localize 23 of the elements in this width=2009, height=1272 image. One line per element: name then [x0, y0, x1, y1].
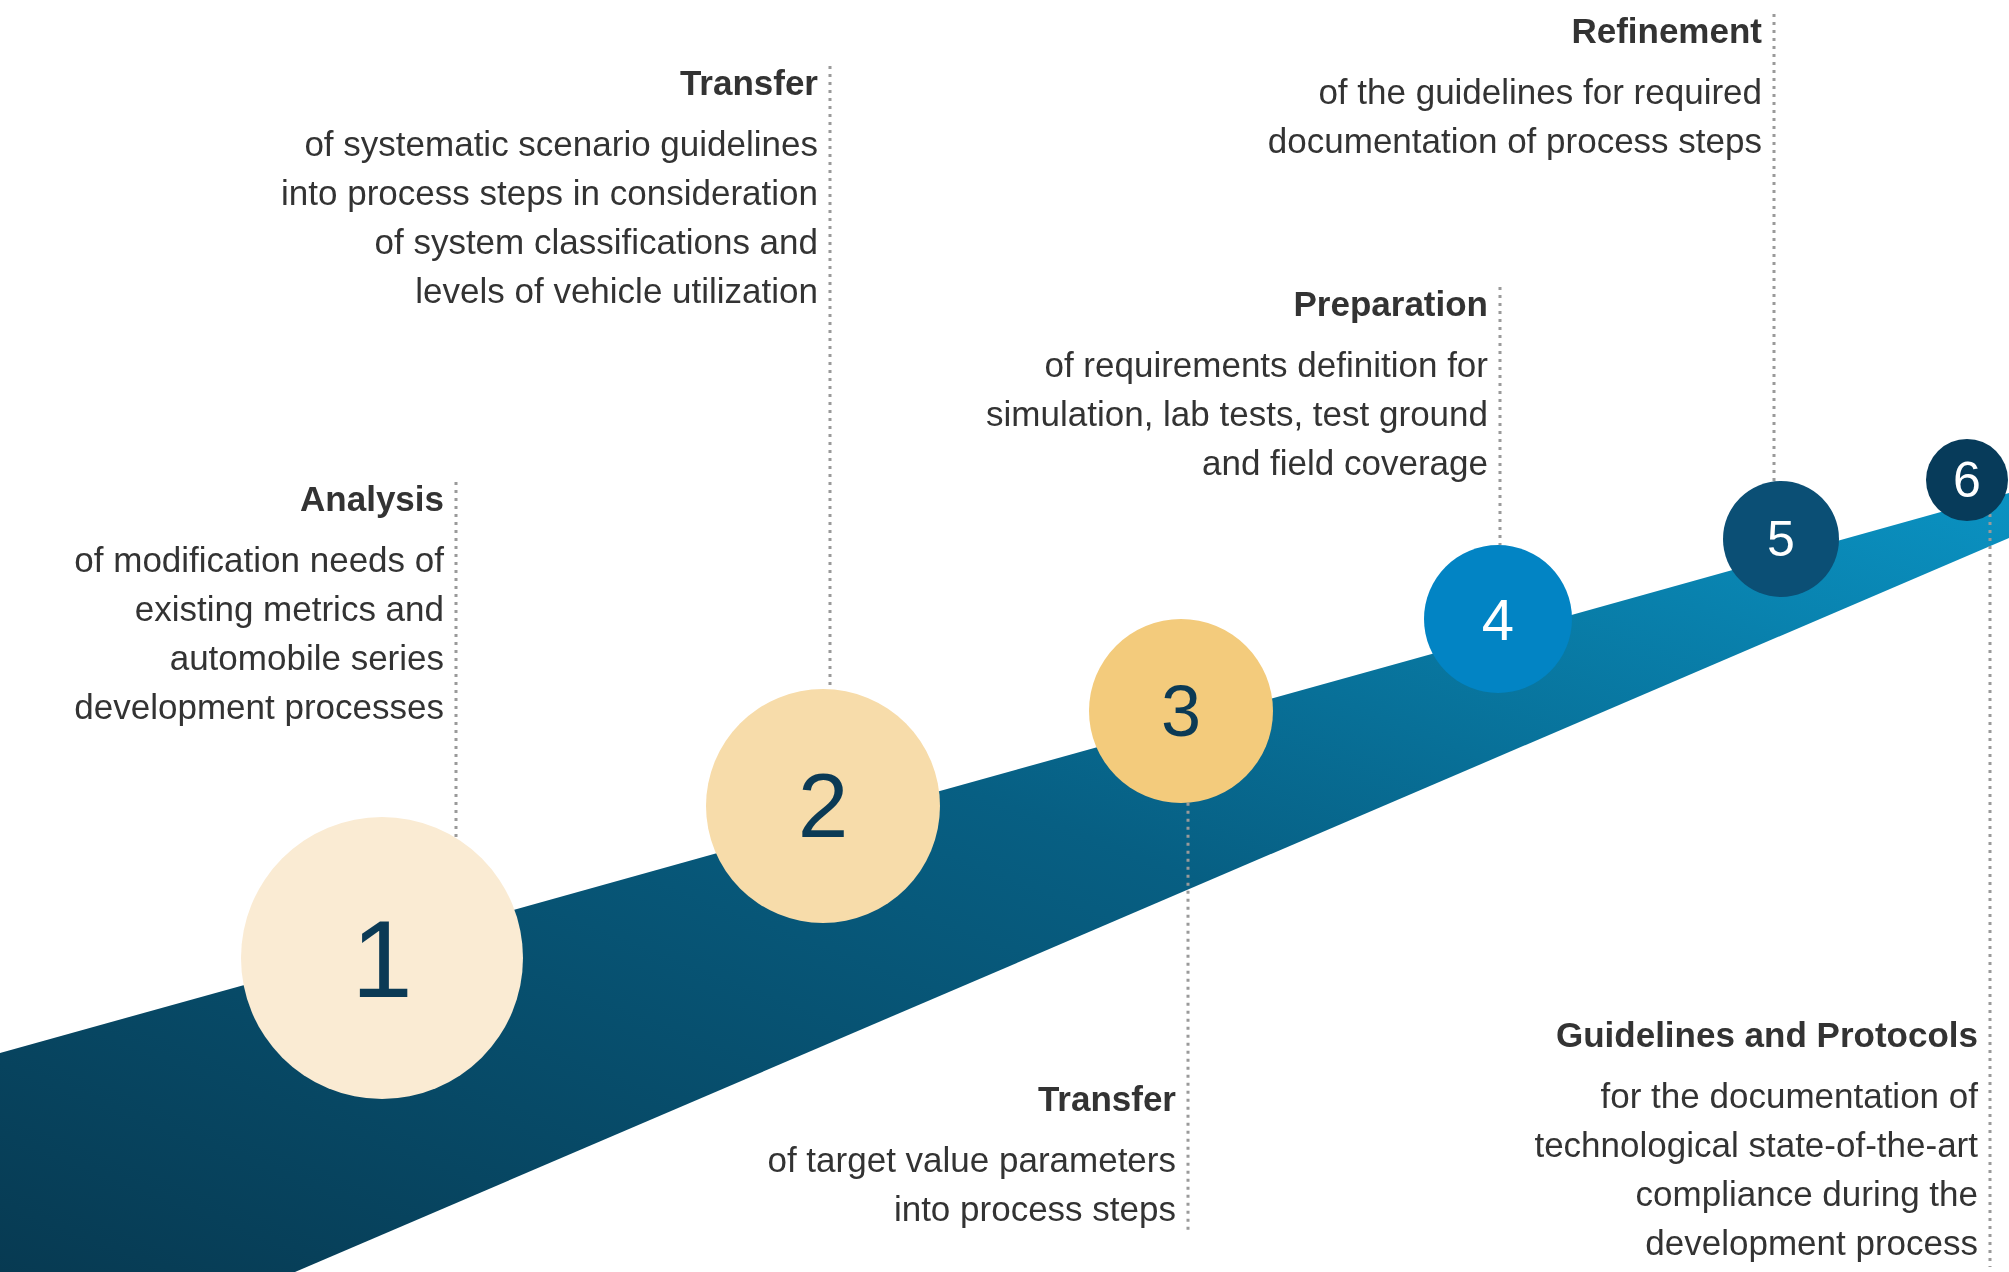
step-circle: 3	[1089, 619, 1273, 803]
step-description: of systematic scenario guidelines into process steps in consideration of system classifications and levels of vehicle utilization	[281, 123, 818, 312]
step-circle: 6	[1926, 439, 2008, 521]
leader-line	[1186, 802, 1190, 1233]
step-heading: Guidelines and Protocols	[1554, 1014, 1978, 1056]
step-description: of modification needs of existing metrics and automobile series development processes	[74, 539, 444, 728]
step-description: for the documentation of technological state-of-the-art compliance during the development process	[1534, 1075, 1978, 1264]
step-circle: 1	[241, 817, 523, 1099]
step-circle: 4	[1424, 545, 1572, 693]
step-description: of target value parameters into process steps	[767, 1139, 1176, 1230]
leader-line	[1772, 14, 1776, 482]
leader-line	[1988, 513, 1992, 1267]
step-heading: Transfer	[678, 62, 818, 104]
step-description: of the guidelines for required documentation of process steps	[1267, 71, 1762, 162]
leader-line	[454, 482, 458, 838]
leader-line	[1498, 287, 1502, 546]
step-description: of requirements definition for simulation, lab tests, test ground and field coverage	[986, 344, 1488, 484]
step-circle: 5	[1723, 481, 1839, 597]
step-heading: Transfer	[1036, 1078, 1176, 1120]
step-circle: 2	[706, 689, 940, 923]
step-heading: Analysis	[299, 478, 444, 520]
step-heading: Preparation	[1292, 283, 1488, 325]
step-heading: Refinement	[1570, 10, 1762, 52]
